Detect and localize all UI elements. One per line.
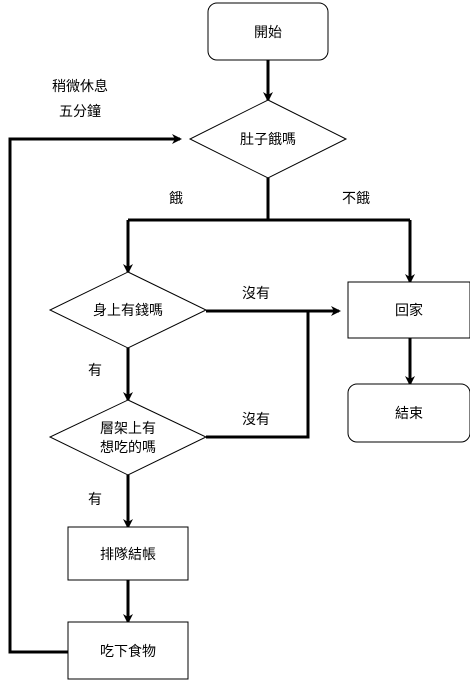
hungry-yes-label: 餓 <box>169 190 183 207</box>
home-label: 回家 <box>395 302 423 319</box>
checkout-process <box>67 526 189 581</box>
edge-shelf-home <box>206 311 310 439</box>
rest-label-line2: 五分鐘 <box>59 103 101 120</box>
money-no-label: 沒有 <box>242 285 270 302</box>
eat-process <box>67 621 189 680</box>
money-yes-label: 有 <box>88 363 102 379</box>
home-process <box>347 281 470 339</box>
start-node <box>207 2 329 61</box>
start-label: 開始 <box>254 25 282 41</box>
money-decision <box>48 271 208 349</box>
checkout-label: 排隊結帳 <box>100 547 156 563</box>
shelf-yes-label: 有 <box>88 492 102 508</box>
end-node <box>347 383 470 443</box>
hungry-label: 肚子餓嗎 <box>240 131 296 148</box>
shelf-decision <box>48 399 208 476</box>
hungry-decision <box>188 99 348 179</box>
shelf-no-label: 沒有 <box>242 411 270 428</box>
edge-loop-back <box>8 134 182 654</box>
end-label: 結束 <box>395 406 423 422</box>
money-label: 身上有錢嗎 <box>93 302 163 319</box>
rest-label-line1: 稍微休息 <box>52 78 108 95</box>
hungry-no-label: 不餓 <box>342 190 370 207</box>
shelf-label-line2: 想吃的嗎 <box>100 440 156 456</box>
shelf-label-line1: 層架上有 <box>100 421 156 437</box>
eat-label: 吃下食物 <box>100 643 156 660</box>
